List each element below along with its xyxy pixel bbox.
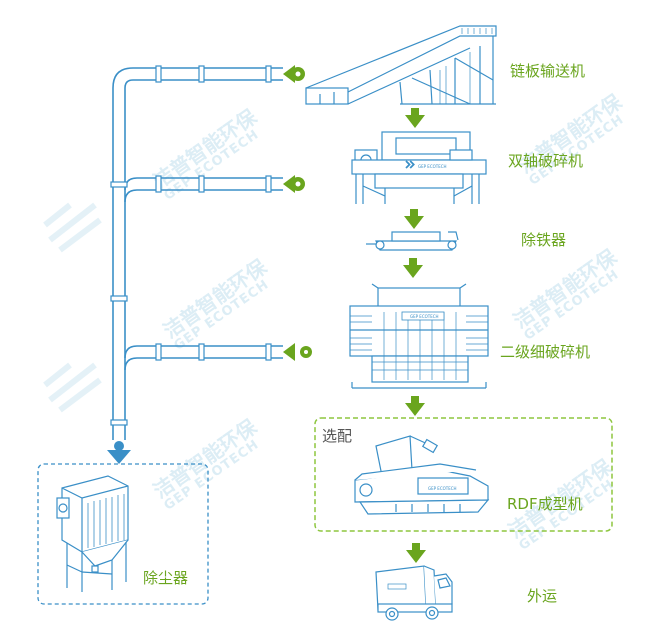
nameplate-text: GEP ECOTECH xyxy=(428,486,457,491)
secondary-fine-shredder xyxy=(349,283,489,389)
duct-inlet-hoods xyxy=(283,65,312,361)
magnetic-separator xyxy=(366,231,459,251)
dust-collector-label: 除尘器 xyxy=(143,569,188,587)
transport-truck xyxy=(375,565,453,621)
chain-plate-conveyor xyxy=(305,25,497,105)
nameplate: GEP ECOTECH xyxy=(405,160,447,169)
step-2-label: 双轴破碎机 xyxy=(508,152,583,170)
dust-collector-machine xyxy=(56,475,129,592)
inlet-hood-3 xyxy=(283,343,312,361)
flow-arrow-1 xyxy=(405,108,425,128)
inlet-hood-2 xyxy=(283,175,305,193)
flow-arrow-5 xyxy=(406,543,426,563)
nameplate-text: GEP ECOTECH xyxy=(418,164,447,169)
step-4-label: 二级细破碎机 xyxy=(500,343,590,361)
dual-shaft-shredder xyxy=(351,131,487,204)
watermark-logo xyxy=(43,202,102,413)
step-3-label: 除铁器 xyxy=(521,231,566,249)
inlet-hood-1 xyxy=(283,65,305,83)
step-1-label: 链板输送机 xyxy=(510,62,585,80)
step-5-label: RDF成型机 xyxy=(507,495,583,513)
dust-collector-box xyxy=(37,463,209,605)
nameplate: GEP ECOTECH xyxy=(401,311,445,321)
nameplate-text: GEP ECOTECH xyxy=(410,314,439,319)
optional-box-label: 选配 xyxy=(322,427,352,445)
dust-duct-system xyxy=(112,67,283,440)
flow-arrow-2 xyxy=(404,209,424,229)
duct-couplings xyxy=(110,65,272,426)
nameplate: GEP ECOTECH xyxy=(428,486,457,491)
optional-box xyxy=(314,417,613,532)
flow-arrow-4 xyxy=(405,396,425,416)
flow-arrow-3 xyxy=(403,258,423,278)
rdf-pellet-machine xyxy=(354,435,490,515)
step-6-label: 外运 xyxy=(527,587,557,605)
duct-down-arrow xyxy=(107,441,131,464)
